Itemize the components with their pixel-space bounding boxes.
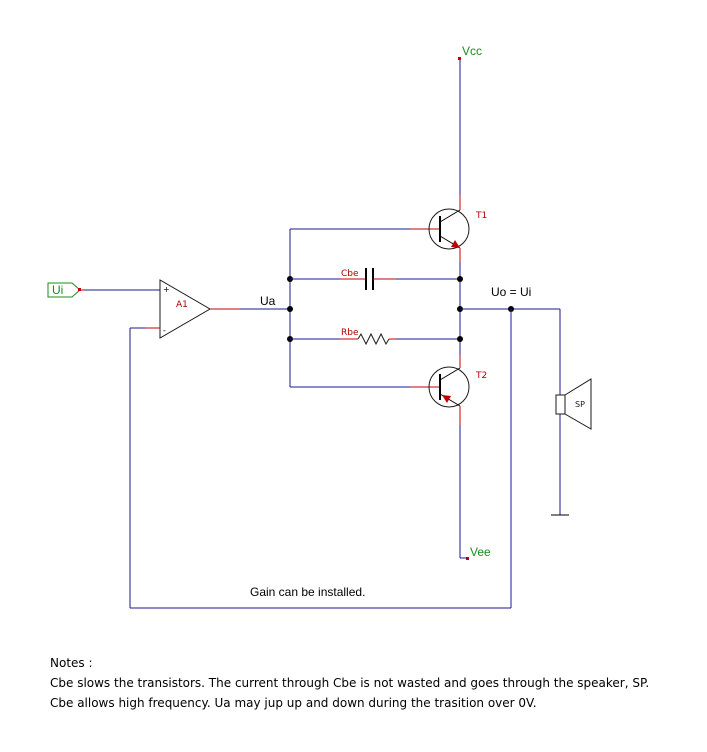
opamp-plus-sign: +: [163, 285, 170, 294]
opamp-minus-sign: -: [163, 326, 166, 335]
capacitor-ref-label: Cbe: [341, 269, 359, 279]
power-vcc: Vcc: [458, 44, 482, 210]
junction-node: [287, 306, 293, 312]
vee-label: Vee: [470, 545, 491, 559]
transistor-t1-label: T1: [475, 211, 487, 221]
opamp-ref-label: A1: [176, 300, 188, 310]
input-port-ui: Ui: [47, 282, 84, 298]
power-vee: Vee: [459, 406, 491, 560]
capacitor-cbe: Cbe: [290, 268, 460, 290]
feedback-loop: [129, 309, 512, 609]
speaker-sp: SP: [551, 309, 592, 516]
notes-line: Cbe slows the transistors. The current t…: [50, 676, 650, 690]
net-label-uo: Uo = Ui: [491, 285, 531, 299]
opamp-a1: + - A1: [159, 279, 240, 339]
transistor-t2: T2: [410, 366, 487, 408]
notes-heading: Notes :: [50, 656, 93, 670]
resistor-ref-label: Rbe: [341, 328, 359, 338]
transistor-t1: T1: [410, 208, 487, 250]
resistor-rbe: Rbe: [290, 328, 460, 346]
junction-node: [457, 276, 463, 282]
notes-line: Cbe allows high frequency. Ua may jup up…: [50, 696, 537, 710]
junction-node: [457, 336, 463, 342]
net-label-ua: Ua: [260, 294, 276, 308]
input-port-label: Ui: [52, 283, 63, 297]
vcc-label: Vcc: [462, 44, 482, 58]
notes-block: Notes : Cbe slows the transistors. The c…: [50, 653, 649, 713]
feedback-note: Gain can be installed.: [250, 585, 365, 599]
transistor-t2-label: T2: [475, 371, 487, 381]
speaker-label: SP: [575, 400, 585, 409]
